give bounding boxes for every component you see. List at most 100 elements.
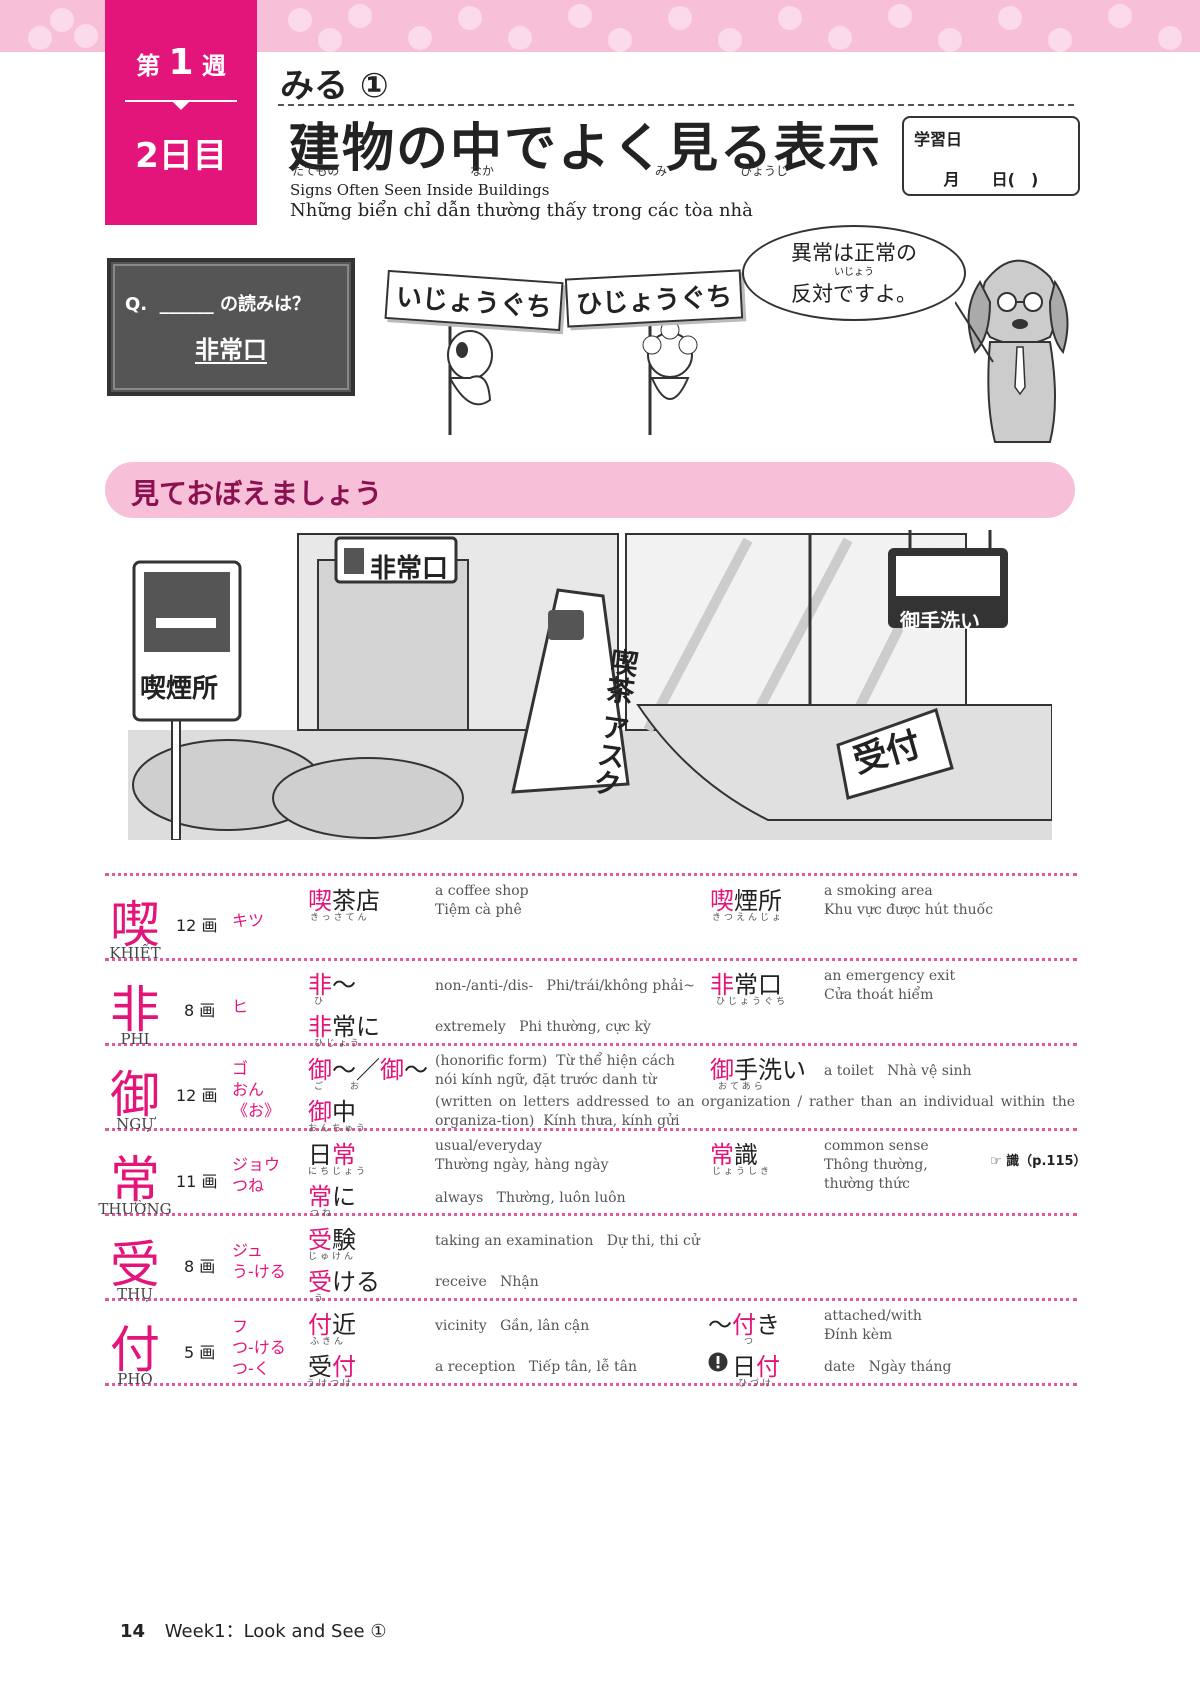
kanji-char: 付 — [110, 1321, 160, 1379]
vocab-furigana: きつえんじょ — [712, 913, 785, 923]
cartoon-sign-right: ひじょうぐち — [564, 269, 744, 328]
row-divider — [105, 1128, 1077, 1131]
vocab-gloss: extremely Phi thường, cực kỳ — [435, 1019, 651, 1035]
vocab-word: 非～ — [308, 971, 356, 999]
vocab-furigana: ひづけ — [738, 1379, 775, 1389]
vocab-furigana: うけつけ — [306, 1379, 355, 1389]
vocab-furigana: ひじょうぐち — [716, 997, 789, 1007]
vocab-gloss: vicinity Gần, lân cận — [435, 1318, 590, 1334]
page-number: 14 — [120, 1621, 146, 1642]
vocab-furigana: おてあら — [718, 1082, 766, 1092]
kanji-readings: ゴ おん 《お》 — [232, 1059, 281, 1120]
vocab-furigana: ひ — [314, 997, 327, 1007]
row-divider — [105, 1043, 1077, 1046]
vocab-furigana: ご お — [314, 1082, 363, 1092]
bubble-line-2: 反対ですよ。 — [791, 282, 917, 306]
vocab-gloss: receive Nhận — [435, 1274, 539, 1290]
quiz-board: Q. ______ の読みは？ 非常口 — [107, 258, 355, 396]
week-day-tab: 第 1 週 2日目 — [105, 0, 257, 225]
study-date-field[interactable]: 月 日( ) — [943, 170, 1039, 189]
stroke-count: 5 画 — [184, 1343, 216, 1362]
subtitle-vi: Những biển chỉ dẫn thường thấy trong các… — [290, 200, 753, 221]
teacher-dog-illustration — [955, 259, 1069, 443]
bubble-furigana: いじょう — [834, 267, 874, 278]
vocab-word: 日付 — [732, 1353, 780, 1381]
footer-text: Week1：Look and See ① — [164, 1621, 387, 1642]
kanji-char: 受 — [110, 1236, 160, 1294]
vocab-word: ～付き — [708, 1311, 780, 1339]
kanji-hanviet: KHIẾT — [109, 944, 161, 962]
vocab-word: 御手洗い — [710, 1056, 806, 1084]
kanji-readings: ジョウ つね — [232, 1155, 281, 1195]
kanji-readings: フ つ-ける つ-く — [232, 1317, 286, 1378]
title-furigana-4: ひょうじ — [740, 164, 789, 178]
row-divider — [105, 873, 1077, 876]
kanji-hanviet: NGỰ — [116, 1115, 154, 1133]
vocab-word: 非常に — [308, 1013, 380, 1041]
vocab-word: 非常口 — [710, 971, 782, 999]
vocab-furigana: ひじょう — [314, 1039, 363, 1049]
stroke-count: 8 画 — [184, 1001, 216, 1020]
kanji-char: 御 — [110, 1066, 160, 1124]
smoking-area-sign: 喫煙所 — [140, 674, 219, 704]
vocab-word: 受ける — [308, 1268, 380, 1296]
kanji-char: 喫 — [110, 896, 160, 954]
vocab-gloss: always Thường, luôn luôn — [435, 1190, 626, 1206]
vocab-furigana: ふきん — [310, 1337, 347, 1347]
vocab-word: 御～／御～ — [308, 1056, 428, 1084]
vocab-word: 御中 — [308, 1098, 356, 1126]
row-divider — [105, 1213, 1077, 1216]
vocab-furigana: じょうしき — [712, 1167, 773, 1177]
vocab-gloss: non-/anti-/dis- Phi/trái/không phải~ — [435, 978, 695, 994]
kanji-hanviet: THỤ — [117, 1285, 153, 1303]
vocab-furigana: じゅけん — [308, 1252, 357, 1262]
stroke-count: 12 画 — [176, 916, 218, 935]
subtitle-en: Signs Often Seen Inside Buildings — [290, 181, 550, 199]
vocab-word: 受験 — [308, 1226, 356, 1254]
study-date-box[interactable]: 学習日 月 日( ) — [902, 116, 1080, 196]
vocab-gloss: (honorific form) Từ thể hiện cách nói kí… — [435, 1053, 675, 1088]
stroke-count: 12 画 — [176, 1086, 218, 1105]
vocab-gloss: taking an examination Dự thi, thi cử — [435, 1233, 700, 1249]
vocab-gloss: (written on letters addressed to an orga… — [435, 1094, 1075, 1129]
kanji-hanviet: PHÓ — [117, 1370, 153, 1388]
unit-title: みる ① — [280, 66, 389, 106]
study-date-label: 学習日 — [914, 130, 963, 149]
kanji-readings: キツ — [232, 911, 265, 930]
cross-reference-link[interactable]: ☞ 識（p.115） — [990, 1154, 1087, 1169]
bubble-line-1: 異常は正常の — [791, 241, 917, 265]
vocab-furigana: にちじょう — [308, 1167, 369, 1177]
week-label: 第 1 週 — [136, 42, 226, 83]
row-divider — [105, 958, 1077, 961]
vocab-gloss: date Ngày tháng — [824, 1359, 952, 1375]
attention-icon — [708, 1352, 728, 1372]
section-title: 見ておぼえましょう — [131, 477, 383, 510]
vocab-word: 常識 — [710, 1141, 758, 1169]
page-footer: 14 Week1：Look and See ① — [120, 1617, 386, 1643]
vocab-gloss: a toilet Nhà vệ sinh — [824, 1063, 972, 1079]
building-signs-illustration — [128, 530, 1052, 840]
vocab-word: 受付 — [308, 1353, 356, 1381]
page-title: 建物の中でよく見る表示 — [288, 119, 883, 179]
stroke-count: 8 画 — [184, 1257, 216, 1276]
day-label: 2日目 — [135, 136, 227, 176]
dashed-rule — [278, 104, 1074, 106]
vocab-furigana: おんちゅう — [308, 1124, 369, 1134]
vocab-word: 常に — [308, 1183, 356, 1211]
vocab-word: 付近 — [308, 1311, 356, 1339]
tab-arrow-icon — [172, 101, 190, 110]
title-furigana-2: なか — [470, 164, 495, 178]
title-furigana-3: み — [655, 164, 668, 178]
kanji-char: 常 — [110, 1151, 160, 1209]
stroke-count: 11 画 — [176, 1172, 218, 1191]
kanji-hanviet: THƯỜNG — [98, 1200, 172, 1218]
emergency-exit-sign: 非常口 — [370, 554, 449, 584]
quiz-question: Q. ______ の読みは？ — [125, 294, 310, 315]
vocab-furigana: きっさてん — [310, 913, 370, 923]
